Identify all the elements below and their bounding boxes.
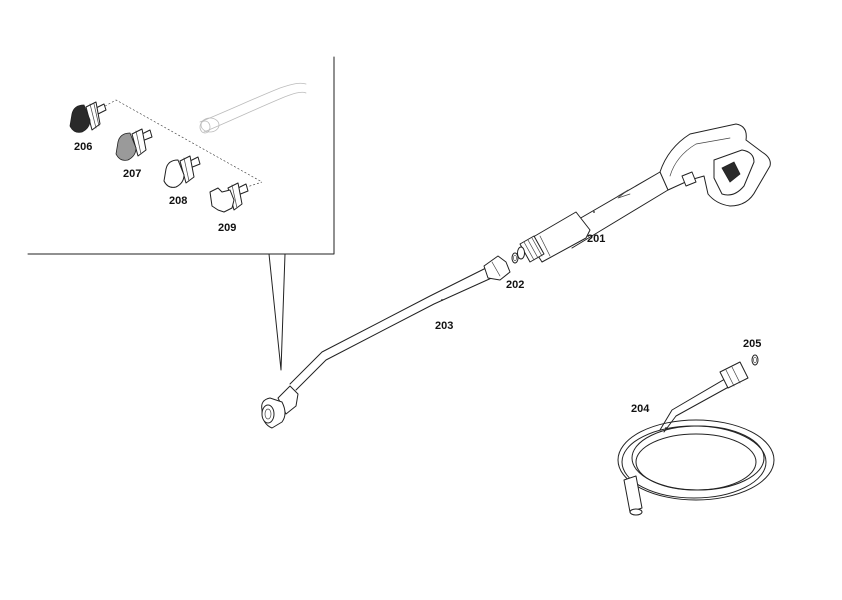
oring-202 (511, 252, 519, 264)
label-206: 206 (74, 141, 93, 153)
oring-205 (751, 354, 759, 366)
label-208: 208 (169, 195, 188, 207)
label-201: 201 (587, 233, 606, 245)
nozzle-callout-box (27, 56, 335, 371)
label-203: 203 (435, 320, 454, 332)
nozzle-206 (69, 101, 107, 133)
label-205: 205 (743, 338, 762, 350)
spray-gun-201 (517, 123, 771, 263)
nozzle-207 (115, 128, 153, 161)
label-209: 209 (218, 222, 237, 234)
label-207: 207 (123, 168, 142, 180)
nozzle-209 (209, 182, 249, 213)
nozzle-208 (163, 155, 201, 188)
lance-203 (261, 255, 511, 429)
label-202: 202 (506, 279, 525, 291)
hose-204 (617, 361, 775, 516)
label-204: 204 (631, 403, 650, 415)
